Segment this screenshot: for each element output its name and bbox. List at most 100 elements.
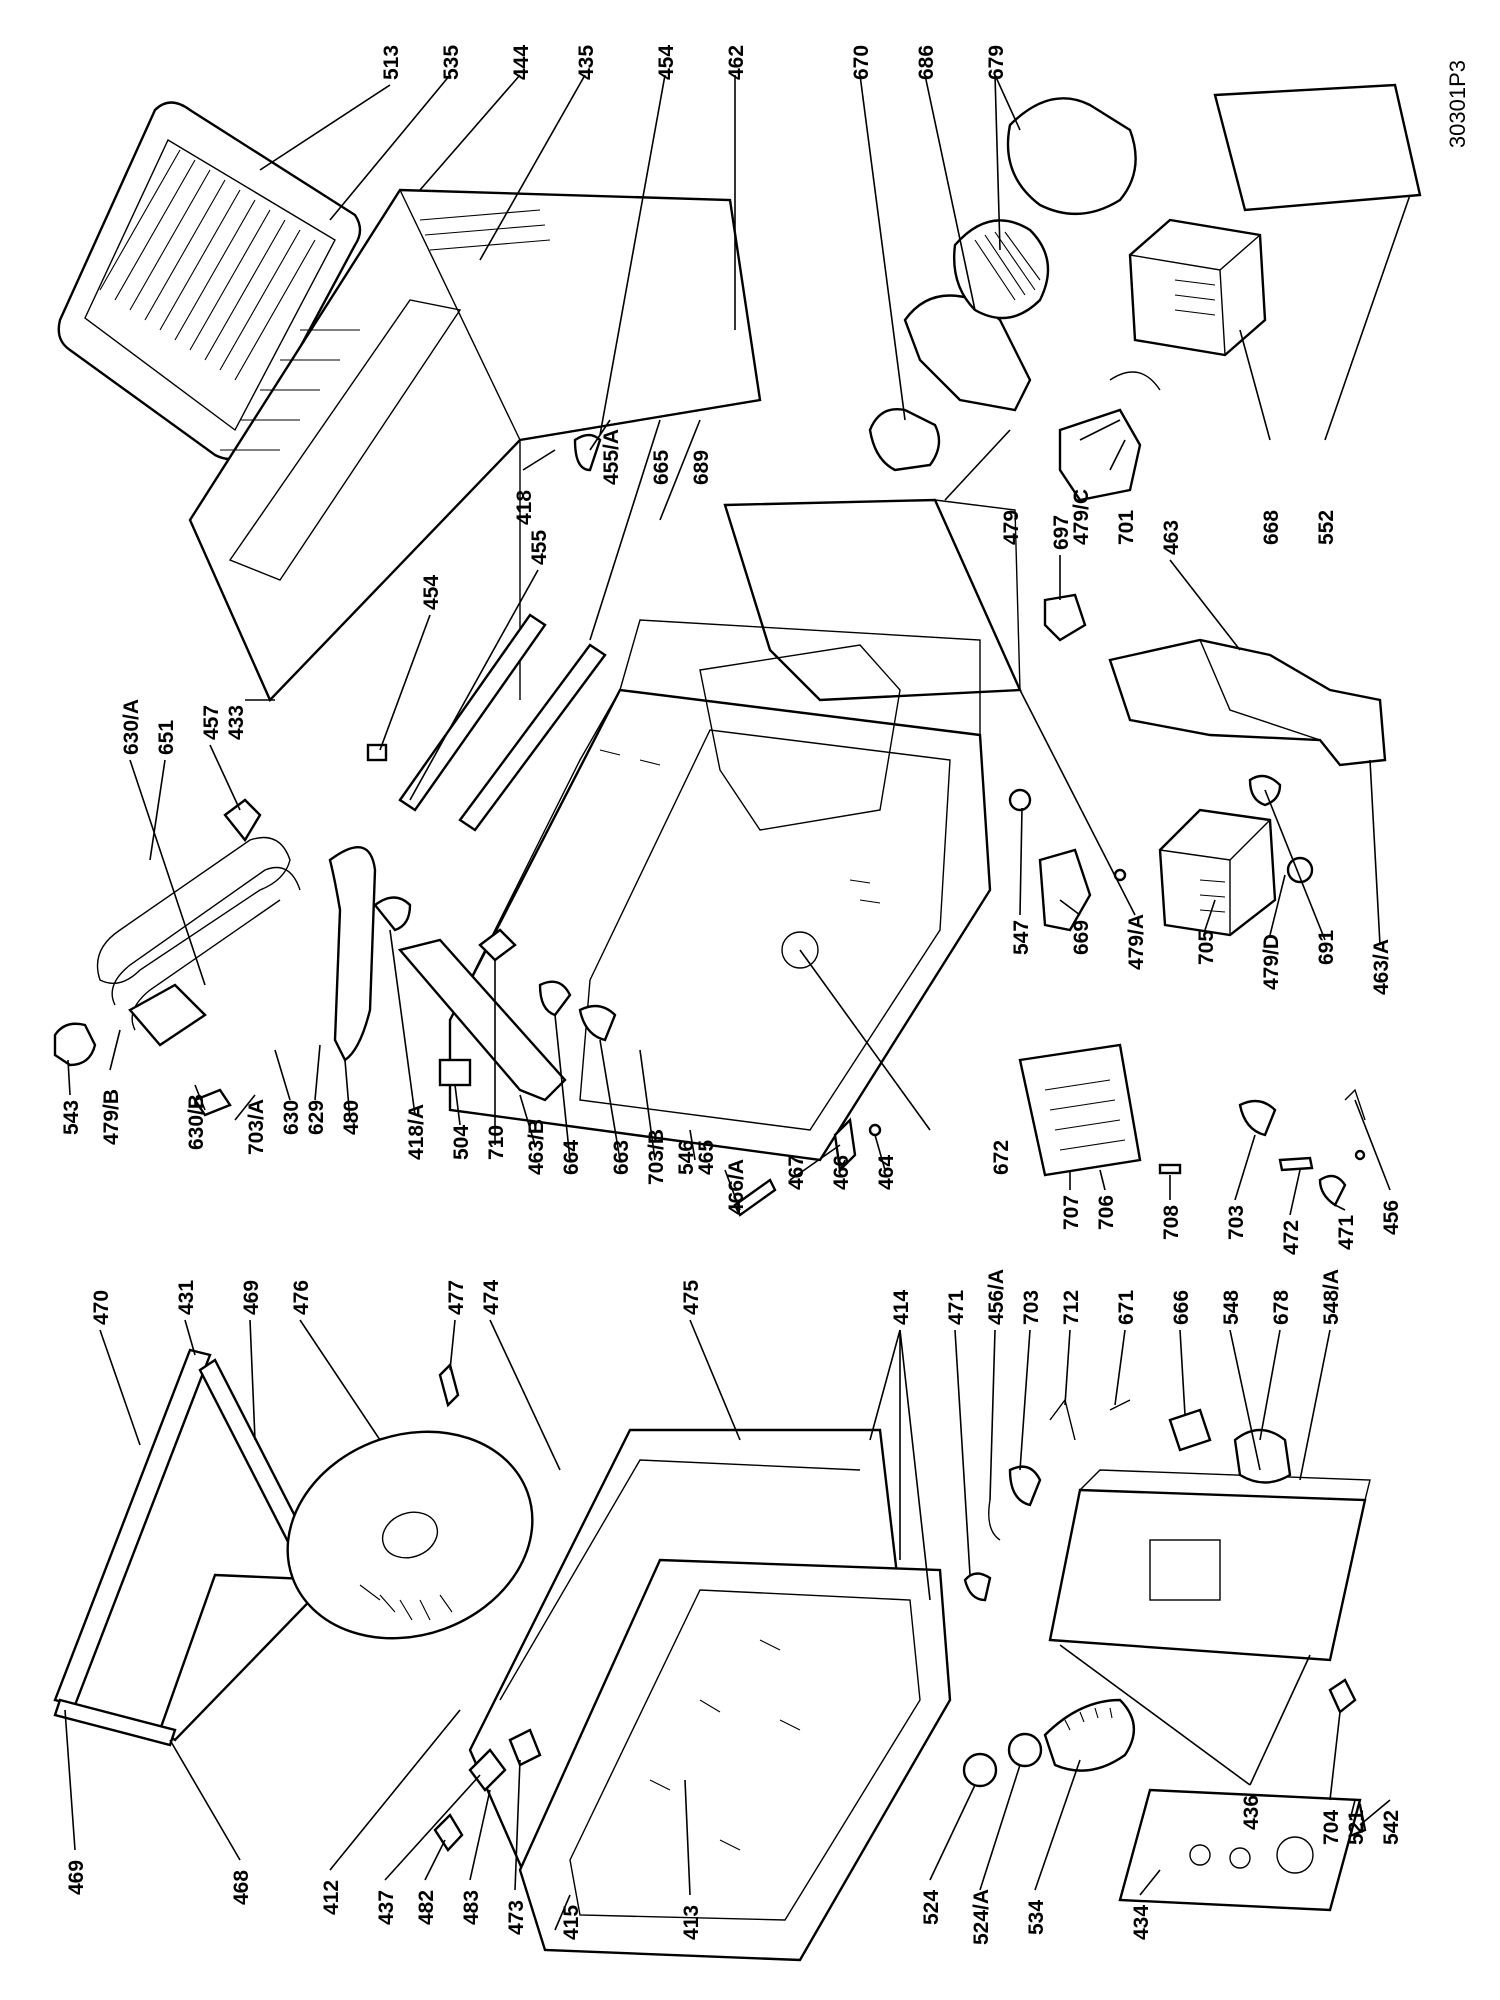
hinge-part — [438, 1362, 460, 1408]
part-label: 479/D — [1260, 934, 1283, 990]
diagram-code: 30301P3 — [1445, 60, 1470, 148]
part-label: 479/A — [1125, 914, 1148, 970]
bracket-part — [397, 938, 567, 1102]
part-label: 665 — [650, 450, 673, 485]
interior-fittings-part — [478, 928, 617, 1042]
part-label: 463 — [1160, 520, 1183, 555]
part-label: 469 — [65, 1860, 88, 1895]
door-assembly-part — [468, 1428, 952, 1962]
part-label: 701 — [1115, 510, 1138, 545]
air-duct-part — [1108, 638, 1387, 767]
part-label: 521 — [1345, 1810, 1368, 1845]
part-label: 535 — [440, 45, 463, 80]
part-label: 669 — [1070, 920, 1093, 955]
part-label: 534 — [1025, 1900, 1048, 1935]
part-label: 434 — [1130, 1905, 1153, 1940]
part-label: 474 — [480, 1280, 503, 1315]
part-label: 552 — [1315, 510, 1338, 545]
interlock-parts — [963, 1398, 1131, 1602]
part-label: 548 — [1220, 1290, 1243, 1325]
part-label: 418 — [513, 490, 536, 525]
outer-casing-part — [188, 188, 762, 703]
part-label: 435 — [575, 45, 598, 80]
fan-assembly-part — [868, 97, 1137, 472]
part-label: 465 — [695, 1140, 718, 1175]
part-label: 524 — [920, 1890, 943, 1925]
heating-element-part — [53, 836, 301, 1117]
part-label: 663 — [610, 1140, 633, 1175]
part-label: 472 — [1280, 1220, 1303, 1255]
door-latch-part — [433, 1728, 542, 1852]
part-label: 415 — [560, 1905, 583, 1940]
part-label: 418/A — [405, 1104, 428, 1160]
part-label: 543 — [60, 1100, 83, 1135]
part-label: 707 — [1060, 1195, 1083, 1230]
part-drawings — [53, 83, 1422, 1962]
side-strips-part — [366, 433, 607, 832]
part-label: 436 — [1240, 1795, 1263, 1830]
part-label: 651 — [155, 720, 178, 755]
oven-cavity-part — [448, 619, 992, 1162]
part-label: 630/A — [120, 699, 143, 755]
part-label: 483 — [460, 1890, 483, 1925]
part-label: 464 — [875, 1155, 898, 1190]
leader-lines — [64, 74, 1411, 1931]
part-label: 703 — [1020, 1290, 1043, 1325]
part-label: 480 — [340, 1100, 363, 1135]
control-panel-frame-part — [1048, 1408, 1371, 1662]
part-label: 504 — [450, 1125, 473, 1160]
latch-parts — [733, 1117, 882, 1217]
part-label: 473 — [505, 1900, 528, 1935]
part-label: 433 — [225, 705, 248, 740]
part-label: 454 — [655, 45, 678, 80]
door-choke-frame-part — [53, 1348, 333, 1747]
part-label: 479/B — [100, 1089, 123, 1145]
part-label: 670 — [850, 45, 873, 80]
part-label: 629 — [305, 1100, 328, 1135]
part-label: 691 — [1315, 930, 1338, 965]
part-label: 462 — [725, 45, 748, 80]
part-label: 456 — [1380, 1200, 1403, 1235]
control-pcb-part — [1018, 1043, 1182, 1177]
part-label: 672 — [990, 1140, 1013, 1175]
part-label: 664 — [560, 1140, 583, 1175]
part-label: 697 — [1050, 515, 1073, 550]
part-label: 477 — [445, 1280, 468, 1315]
part-label: 455 — [528, 530, 551, 565]
part-label: 678 — [1270, 1290, 1293, 1325]
part-label: 471 — [945, 1290, 968, 1325]
part-label: 463/A — [1370, 939, 1393, 995]
part-label: 466 — [830, 1155, 853, 1190]
part-label: 546 — [675, 1140, 698, 1175]
part-label: 463/B — [525, 1119, 548, 1175]
part-label: 475 — [680, 1280, 703, 1315]
part-label: 705 — [1195, 930, 1218, 965]
part-label: 706 — [1095, 1195, 1118, 1230]
part-label: 470 — [90, 1290, 113, 1325]
part-label: 471 — [1335, 1215, 1358, 1250]
part-label: 469 — [240, 1280, 263, 1315]
magnetron-part — [1158, 774, 1314, 937]
part-label: 479 — [1000, 510, 1023, 545]
part-label: 414 — [890, 1290, 913, 1325]
part-label: 703/B — [645, 1129, 668, 1185]
part-label: 686 — [915, 45, 938, 80]
part-label: 513 — [380, 45, 403, 80]
shield-part — [223, 798, 412, 1062]
part-label: 710 — [485, 1125, 508, 1160]
part-label: 482 — [415, 1890, 438, 1925]
part-label: 467 — [785, 1155, 808, 1190]
part-label: 666 — [1170, 1290, 1193, 1325]
part-label: 703/A — [245, 1099, 268, 1155]
part-label: 456/A — [985, 1269, 1008, 1325]
part-label: 454 — [420, 575, 443, 610]
part-label: 689 — [690, 450, 713, 485]
part-label: 548/A — [1320, 1269, 1343, 1325]
part-label: 524/A — [970, 1889, 993, 1945]
part-label: 444 — [510, 45, 533, 80]
part-label: 455/A — [600, 429, 623, 485]
control-panel-fascia-part — [1118, 1788, 1362, 1912]
part-label: 542 — [1380, 1810, 1403, 1845]
part-label: 704 — [1320, 1810, 1343, 1845]
part-label: 712 — [1060, 1290, 1083, 1325]
